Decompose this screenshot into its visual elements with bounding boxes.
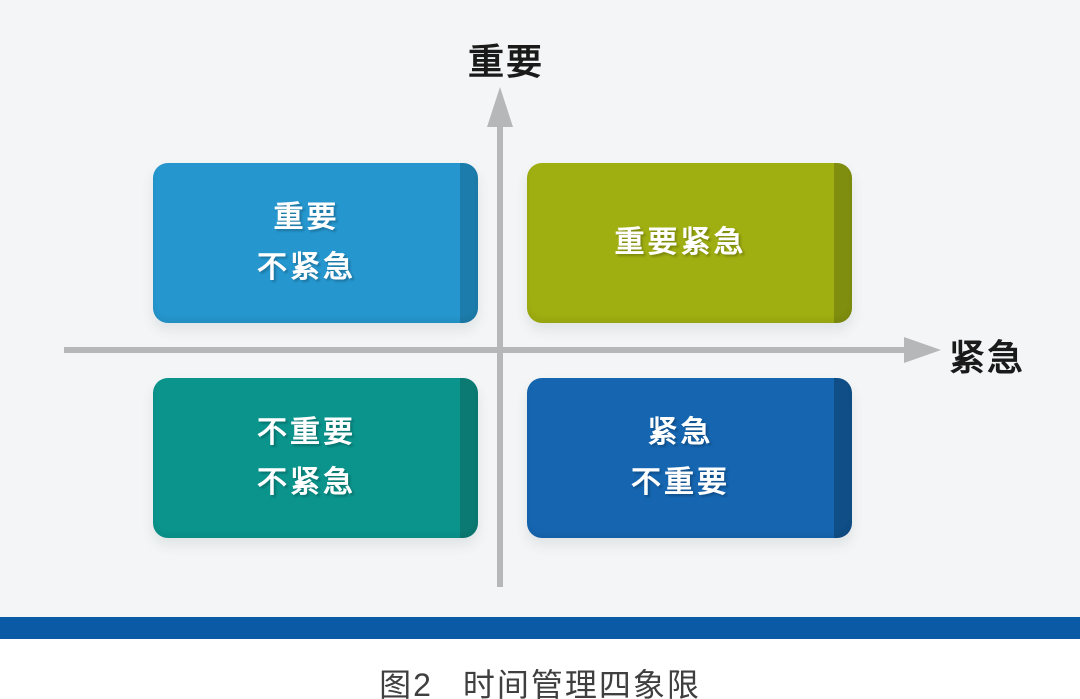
quadrant-label-line: 不重要 <box>631 466 730 499</box>
quadrant-important-urgent: 重要紧急 <box>527 163 852 323</box>
quadrant-label-line: 重要 <box>273 201 340 234</box>
quadrant-label-line: 不紧急 <box>257 251 356 284</box>
quadrant-label-line: 不紧急 <box>257 466 356 499</box>
quadrant-label-line: 重要紧急 <box>614 226 747 259</box>
quadrant-label-line: 不重要 <box>257 416 356 449</box>
quadrant-important-not-urgent: 重要 不紧急 <box>153 163 478 323</box>
x-axis-label: 紧急 <box>949 337 1026 378</box>
figure-title: 时间管理四象限 <box>462 667 701 699</box>
x-axis-arrow-right-icon <box>904 337 941 363</box>
quadrant-label-line: 紧急 <box>647 416 714 449</box>
x-axis-line <box>64 347 907 353</box>
divider-bar <box>0 617 1080 639</box>
quadrant-not-important-not-urgent: 不重要 不紧急 <box>153 378 478 538</box>
y-axis-line <box>497 122 503 587</box>
figure-caption: 图2 时间管理四象限 <box>0 660 1080 699</box>
y-axis-arrow-up-icon <box>487 87 513 127</box>
y-axis-label: 重要 <box>468 41 545 82</box>
figure-number: 图2 <box>379 667 433 699</box>
quadrant-urgent-not-important: 紧急 不重要 <box>527 378 852 538</box>
